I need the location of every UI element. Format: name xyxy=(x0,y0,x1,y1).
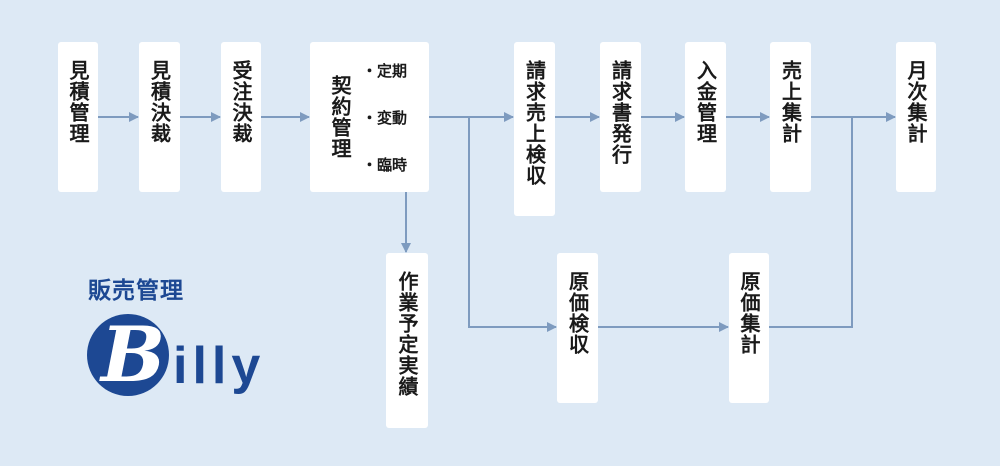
step-seikyusho-hakko: 請求書発行 xyxy=(600,42,641,192)
step-uriage-shukei: 売上集計 xyxy=(770,42,811,192)
step-genka-shukei: 原価集計 xyxy=(729,253,769,403)
logo-letter-b: B xyxy=(99,311,165,399)
step-seikyu-uriage-kenshu: 請求売上検収 xyxy=(514,42,555,216)
step-label: 契約管理 xyxy=(328,75,352,159)
logo-wordmark: illy xyxy=(173,337,265,395)
contract-type-rinji: ・臨時 xyxy=(362,155,408,174)
contract-type-hendo: ・変動 xyxy=(362,108,408,127)
step-label: 請求売上検収 xyxy=(522,60,547,186)
contract-type-list: ・定期 ・変動 ・臨時 xyxy=(362,60,407,175)
step-label: 月次集計 xyxy=(904,60,928,144)
arrow-merge xyxy=(769,117,853,328)
step-label: 原価集計 xyxy=(737,271,761,355)
arrow-branch xyxy=(468,117,557,332)
step-getsuji-shukei: 月次集計 xyxy=(896,42,936,192)
contract-type-teiki: ・定期 xyxy=(362,61,408,80)
step-label: 見積決裁 xyxy=(147,60,172,144)
step-mitsumori-kessai: 見積決裁 xyxy=(139,42,180,192)
step-juchu-kessai: 受注決裁 xyxy=(221,42,261,192)
step-label: 見積管理 xyxy=(66,60,90,144)
step-keiyaku-kanri: 契約管理 ・定期 ・変動 ・臨時 xyxy=(310,42,429,192)
step-mitsumori-kanri: 見積管理 xyxy=(58,42,98,192)
step-label: 請求書発行 xyxy=(608,60,633,165)
step-label: 受注決裁 xyxy=(229,60,253,144)
step-label: 原価検収 xyxy=(565,271,590,355)
brand-title: 販売管理 xyxy=(88,278,184,304)
billy-logo: B illy xyxy=(87,311,265,399)
step-label: 作業予定実績 xyxy=(395,271,419,397)
step-sagyo-yotei-jisseki: 作業予定実績 xyxy=(386,253,428,428)
step-label: 売上集計 xyxy=(778,60,803,144)
step-nyukin-kanri: 入金管理 xyxy=(685,42,726,192)
step-genka-kenshu: 原価検収 xyxy=(557,253,598,403)
step-label: 入金管理 xyxy=(693,60,718,144)
